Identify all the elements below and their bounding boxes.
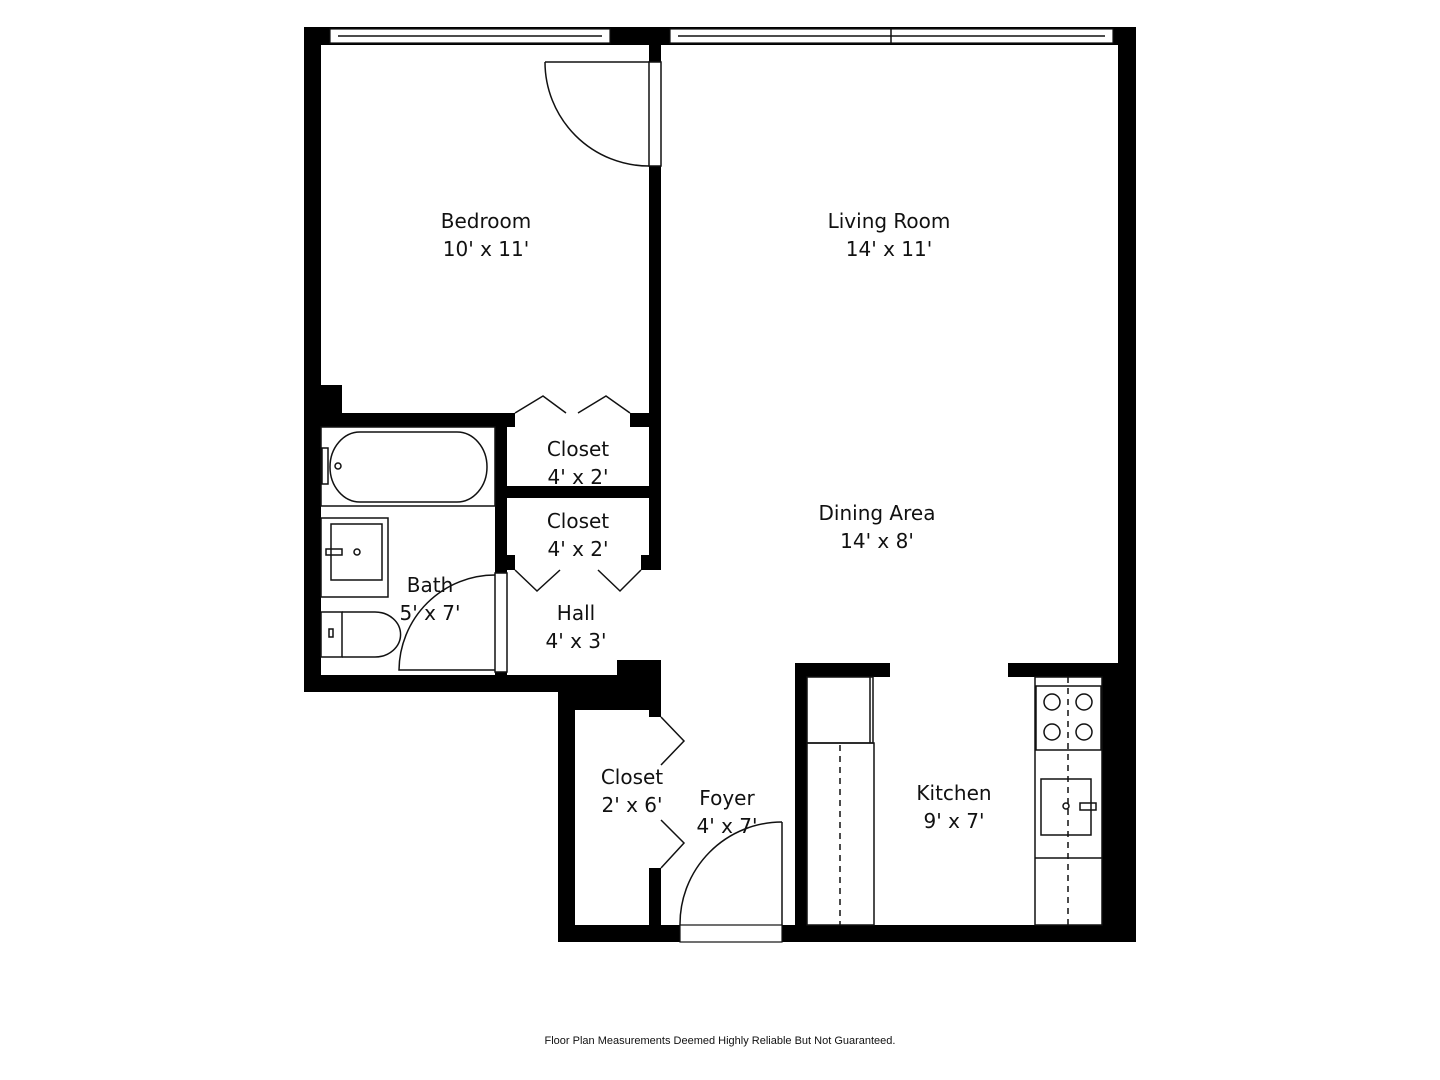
bath-size: 5' x 7' [400,601,461,625]
room-labels: Bedroom 10' x 11' Living Room 14' x 11' … [400,209,992,838]
kitchen-fixtures [806,676,1103,926]
disclaimer: Floor Plan Measurements Deemed Highly Re… [544,1035,896,1047]
foyer-size: 4' x 7' [697,814,758,838]
closet-3-name: Closet [601,765,663,789]
closet-2-size: 4' x 2' [548,537,609,561]
foyer-name: Foyer [699,786,755,810]
toilet [320,611,402,658]
living-room-size: 14' x 11' [846,237,932,261]
closet-1-name: Closet [547,437,609,461]
hall-name: Hall [557,601,595,625]
door-openings [495,62,1008,943]
kitchen-name: Kitchen [916,781,991,805]
dining-area-size: 14' x 8' [840,529,914,553]
bedroom-name: Bedroom [441,209,531,233]
bedroom-size: 10' x 11' [443,237,529,261]
kitchen-size: 9' x 7' [924,809,985,833]
closet-2-name: Closet [547,509,609,533]
living-room-name: Living Room [828,209,951,233]
sink-vanity [320,517,389,598]
bath-name: Bath [407,573,454,597]
windows [329,28,1114,44]
dining-area-name: Dining Area [819,501,936,525]
bathtub [320,426,496,507]
closet-3-size: 2' x 6' [602,793,663,817]
doors [398,61,783,926]
hall-size: 4' x 3' [546,629,607,653]
closet-1-size: 4' x 2' [548,465,609,489]
